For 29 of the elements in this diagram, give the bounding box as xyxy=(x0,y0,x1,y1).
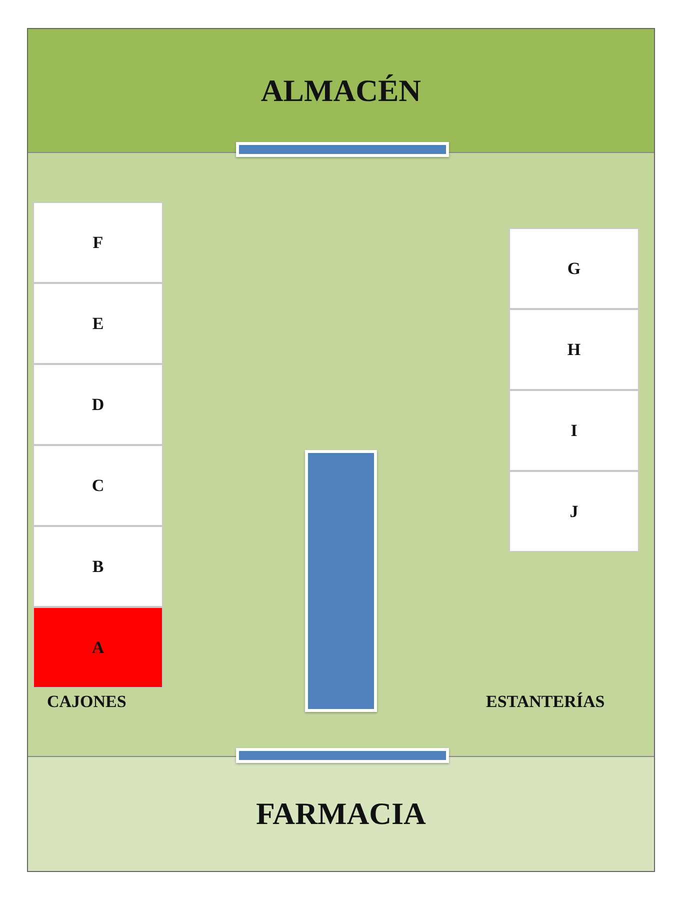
drawer-letter: A xyxy=(92,638,104,658)
shelf-letter: H xyxy=(567,340,581,360)
counter xyxy=(305,450,377,712)
drawer-letter: E xyxy=(92,314,104,334)
door xyxy=(236,142,449,157)
drawer-letter: C xyxy=(92,476,104,496)
room-name: FARMACIA xyxy=(256,796,426,832)
drawer xyxy=(33,607,163,688)
shelf-letter: I xyxy=(570,420,578,440)
shelf-letter: J xyxy=(570,502,578,522)
drawer xyxy=(33,202,163,283)
drawer-letter: B xyxy=(92,556,104,576)
shelves-label: ESTANTERÍAS xyxy=(486,692,605,712)
drawer xyxy=(33,445,163,526)
shelf-letter: G xyxy=(567,258,581,278)
shelf xyxy=(509,309,639,390)
shelf xyxy=(509,390,639,471)
shelf xyxy=(509,471,639,552)
shelf xyxy=(509,228,639,309)
room-name: ALMACÉN xyxy=(260,72,422,108)
drawer xyxy=(33,364,163,445)
drawer xyxy=(33,526,163,607)
drawer-letter: F xyxy=(92,232,104,252)
pharmacy-area xyxy=(27,756,655,872)
drawer-letter: D xyxy=(92,394,104,414)
storage-room-area xyxy=(27,28,655,153)
drawers-label: CAJONES xyxy=(47,692,126,712)
door xyxy=(236,748,449,763)
drawer xyxy=(33,283,163,364)
